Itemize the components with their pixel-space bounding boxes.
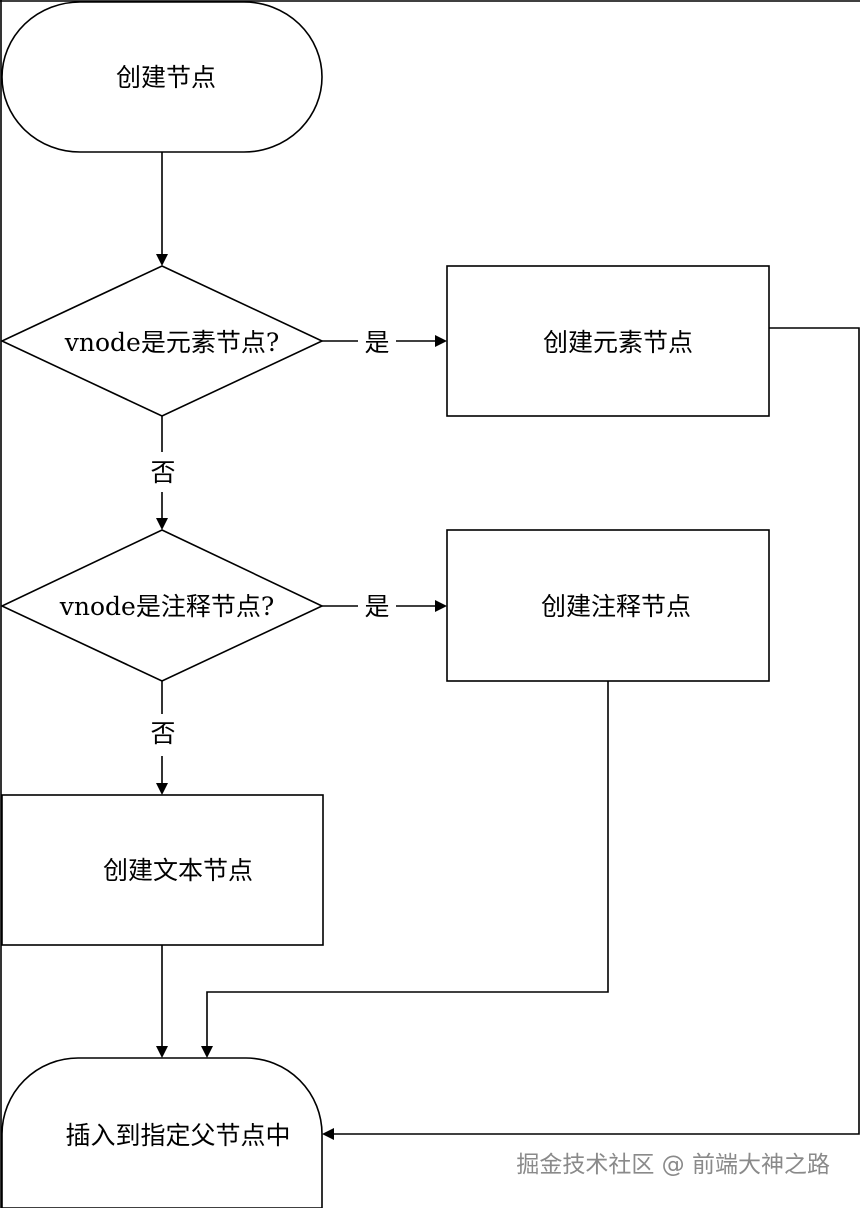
arrowhead [435, 335, 447, 347]
yes-label-2: 是 [364, 592, 389, 621]
arrowhead [156, 1046, 168, 1058]
decision-comment-label: vnode是注释节点? [59, 592, 274, 621]
process-text-label: 创建文本节点 [103, 856, 253, 885]
process-create-text-node: 创建文本节点 [1, 794, 324, 946]
decision-element-node: vnode是元素节点? [0, 265, 324, 417]
arrowhead [201, 1046, 213, 1058]
arrowhead [322, 1128, 334, 1140]
process-element-label: 创建元素节点 [543, 328, 693, 357]
arrowhead [156, 518, 168, 530]
start-label: 创建节点 [116, 63, 216, 92]
arrowhead [435, 600, 447, 612]
arrowhead [156, 254, 168, 266]
arrowhead [156, 783, 168, 795]
no-label-1: 否 [150, 458, 175, 487]
process-comment-label: 创建注释节点 [541, 592, 691, 621]
watermark-text: 掘金技术社区 @ 前端大神之路 [516, 1152, 830, 1178]
end-terminator: 插入到指定父节点中 [1, 1057, 323, 1208]
process-create-comment-node: 创建注释节点 [446, 529, 770, 682]
decision-element-label: vnode是元素节点? [64, 328, 279, 357]
connector-element-to-end [334, 327, 860, 1135]
process-create-element-node: 创建元素节点 [446, 265, 770, 417]
end-label: 插入到指定父节点中 [65, 1121, 290, 1150]
no-label-2: 否 [150, 719, 175, 748]
decision-comment-node: vnode是注释节点? [0, 529, 324, 682]
connector-comment-to-end [206, 681, 609, 1046]
yes-label-1: 是 [364, 328, 389, 357]
start-terminator: 创建节点 [1, 1, 323, 153]
